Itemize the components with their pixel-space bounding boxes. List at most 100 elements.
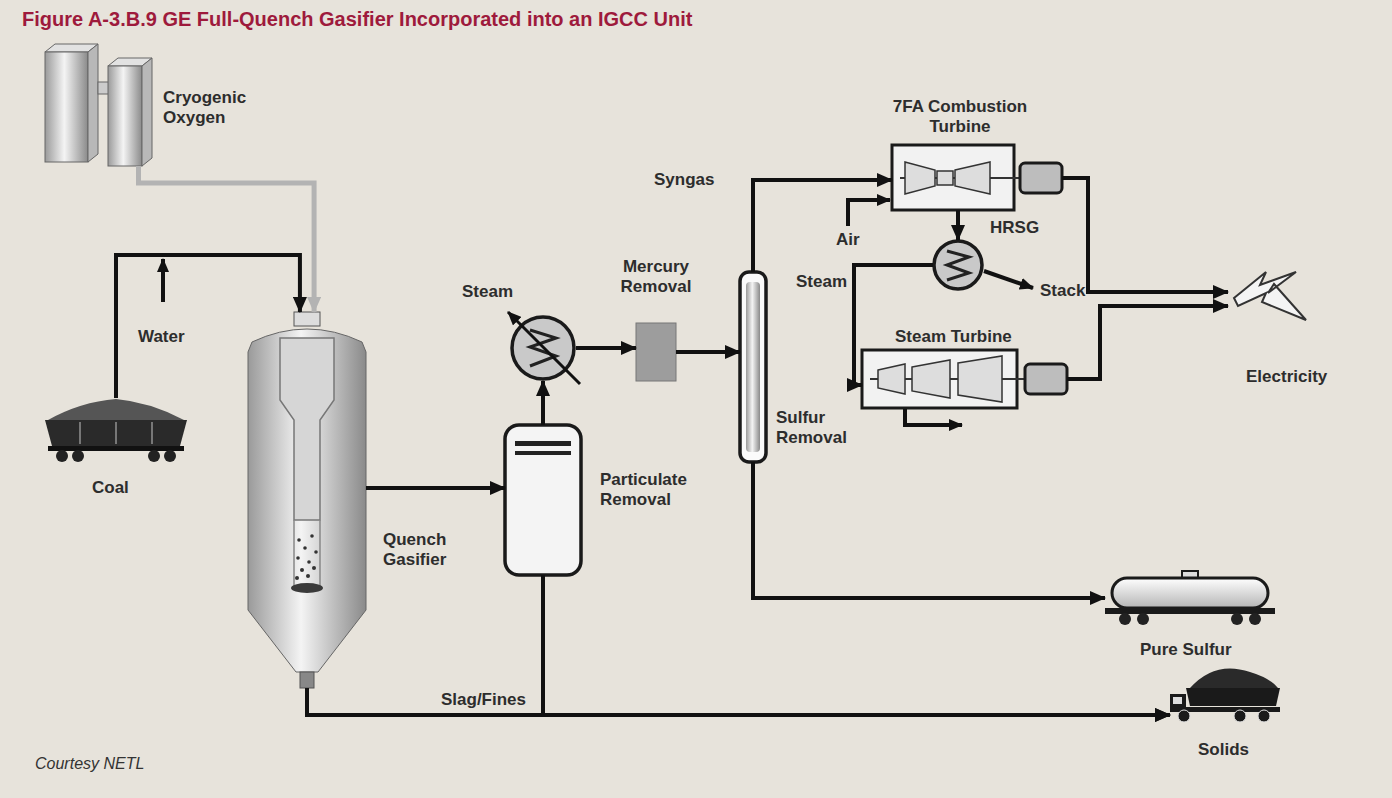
electricity-output: Electricity [1228, 268, 1308, 333]
equipment-label: Mercury Removal [606, 257, 706, 297]
steam-turbine-art-part [862, 350, 1017, 408]
coal-railcar-art-part [164, 450, 176, 462]
gasifier-art-part [300, 672, 314, 688]
syngas-cooler: Steam [510, 315, 576, 381]
coal-railcar-art-part [56, 450, 68, 462]
particulate-scrubber-art-part [515, 441, 571, 446]
process-stream [543, 575, 1170, 715]
air-separation-unit-art-part [142, 58, 152, 166]
gasifier-art-part [294, 312, 320, 326]
process-stream [116, 255, 300, 398]
solids-truck: Solids [1170, 665, 1280, 720]
solids-truck-art-part [1190, 668, 1278, 688]
equipment-label: Cryogenic Oxygen [163, 88, 258, 128]
steam-turbine-art-part [878, 364, 905, 394]
solids-truck-art-part [1258, 710, 1270, 722]
air-separation-unit-art-part [108, 66, 142, 166]
air-arrow [848, 200, 890, 226]
process-stream [307, 688, 1170, 715]
gasifier-art-part [312, 566, 316, 570]
particulate-scrubber-art-part [505, 425, 581, 575]
sulfur-tank-car-art-part [1105, 608, 1275, 614]
stream-label: Air [836, 230, 860, 250]
process-stream [753, 180, 892, 272]
process-stream [576, 346, 636, 350]
gasifier-art-part [300, 568, 304, 572]
process-stream [1067, 306, 1228, 379]
equipment-label: 7FA Combustion Turbine [885, 97, 1035, 137]
process-stream [956, 210, 960, 240]
stack-arrow-part [984, 271, 1033, 288]
combustion-turbine-art [892, 145, 1062, 210]
coal-railcar-art-part [72, 450, 84, 462]
equipment-label: Steam [462, 282, 513, 302]
air-separation-unit-art-part [45, 52, 88, 162]
process-stream [854, 265, 933, 385]
steam-turbine-art-part [1025, 364, 1067, 394]
hrsg-art-part [934, 241, 982, 289]
figure-caption: Courtesy NETL [35, 755, 144, 774]
solids-truck-art-part [1186, 688, 1280, 706]
steam-turbine: Steam Turbine [862, 350, 1067, 408]
air-separation-unit-art [45, 44, 152, 166]
steam-turbine-art-part [912, 360, 950, 398]
gasifier-art-part [297, 538, 301, 542]
sulfur-tank-car-art-part [1137, 613, 1149, 625]
process-stream [366, 486, 505, 490]
process-stream [676, 350, 740, 354]
coal-railcar-art-part [80, 422, 152, 444]
equipment-label: Pure Sulfur [1140, 640, 1232, 660]
sulfur-tank-car-art-part [1249, 613, 1261, 625]
stream-label: Steam [795, 272, 848, 292]
hrsg-art-part [947, 251, 969, 280]
gasifier-art-part [314, 550, 318, 554]
mercury-removal-art-part [636, 323, 676, 381]
coal-railcar-art-part [48, 446, 184, 451]
combustion-turbine-art-part [905, 162, 935, 194]
steam-turbine-art-part [905, 409, 962, 425]
equipment-label: HRSG [990, 218, 1039, 238]
coal-railcar-art [45, 399, 187, 462]
equipment-label: Electricity [1246, 367, 1327, 387]
gasifier-art-part [295, 576, 299, 580]
gasifier-art-part [310, 534, 314, 538]
gasifier-art-part [306, 574, 310, 578]
water-arrow-part [161, 259, 165, 302]
stream-label: Syngas [653, 170, 715, 190]
equipment-label: Particulate Removal [600, 470, 705, 510]
combustion-turbine-art-part [937, 171, 953, 185]
equipment-label: Sulfur Removal [776, 408, 866, 448]
mercury-removal-bed: Mercury Removal [636, 323, 676, 381]
equipment-label: Quench Gasifier [383, 530, 478, 570]
coal-railcar-art-part [45, 420, 187, 446]
sulfur-tank-car-art-part [1112, 578, 1268, 608]
solids-truck-art-part [1173, 697, 1182, 704]
oxygen-line [139, 166, 315, 312]
stream-label: Water [138, 327, 185, 347]
quench-gasifier: Quench Gasifier [248, 312, 366, 688]
figure-title: Figure A-3.B.9 GE Full-Quench Gasifier I… [22, 8, 692, 32]
syngas-cooler-art-part [508, 312, 580, 384]
gasifier-art-part [280, 338, 334, 520]
mercury-removal-art [636, 323, 676, 381]
gasifier-art-part [291, 583, 323, 593]
steam-turbine-art [862, 350, 1067, 425]
hrsg-art [934, 241, 982, 289]
combustion-turbine: 7FA Combustion Turbine [892, 145, 1062, 210]
air-separation-unit: Cryogenic Oxygen [45, 44, 155, 166]
sulfur-tank-car-art-part [1119, 613, 1131, 625]
stream-label: Slag/Fines [440, 690, 527, 710]
equipment-label: Steam Turbine [895, 327, 1012, 347]
combustion-turbine-art-part [955, 162, 990, 194]
air-separation-unit-art-part [88, 44, 98, 162]
coal-railcar-art-part [148, 450, 160, 462]
sulfur-column-art-part [746, 282, 760, 452]
gasifier-art-part [296, 556, 300, 560]
stream-label: Stack [1040, 281, 1085, 301]
hrsg: HRSG [933, 240, 983, 290]
syngas-cooler-art [508, 312, 580, 384]
particulate-scrubber-art-part [515, 451, 571, 455]
gasifier-art-part [294, 520, 320, 590]
sulfur-column-art-part [740, 272, 766, 462]
